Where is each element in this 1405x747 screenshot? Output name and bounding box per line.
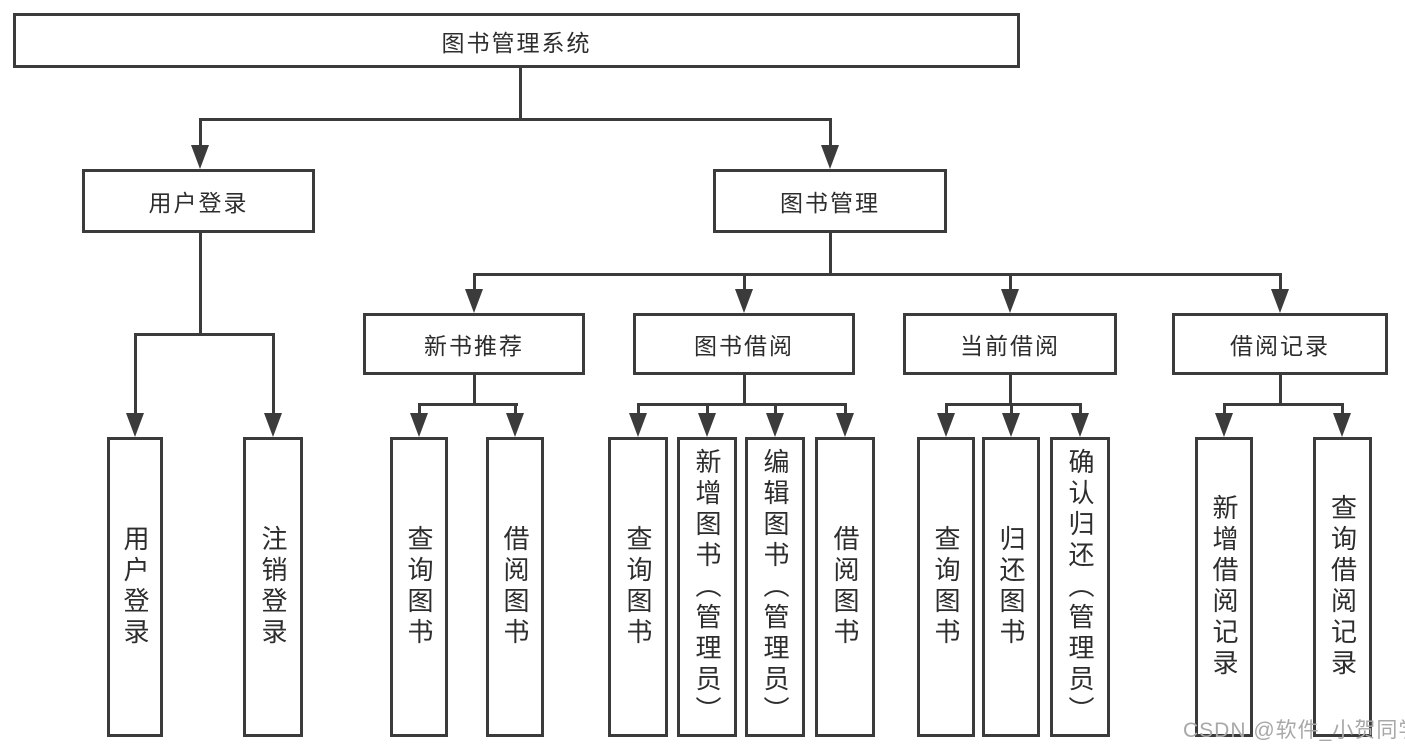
arrow-down-icon bbox=[410, 413, 428, 437]
connector-stem bbox=[514, 403, 517, 415]
connector-stem bbox=[829, 118, 832, 150]
connector-vline bbox=[1279, 375, 1282, 406]
connector-stem bbox=[134, 333, 137, 413]
connector-vline bbox=[473, 375, 476, 406]
arrow-down-icon bbox=[821, 145, 839, 169]
arrow-down-icon bbox=[506, 413, 524, 437]
connector-stem bbox=[1010, 403, 1013, 415]
connector-hline bbox=[134, 333, 275, 336]
leaf-bb-query-books: 查询图书 bbox=[608, 437, 668, 737]
leaf-cb-confirm-return-admin: 确认归还（管理员） bbox=[1050, 437, 1110, 737]
leaf-label: 编辑图书（管理员） bbox=[760, 447, 790, 727]
arrow-down-icon bbox=[629, 413, 647, 437]
leaf-label: 新增借阅记录 bbox=[1209, 494, 1239, 680]
connector-stem bbox=[945, 403, 948, 415]
arrow-down-icon bbox=[735, 289, 753, 313]
node-user-login: 用户登录 bbox=[82, 169, 315, 233]
arrow-down-icon bbox=[264, 413, 282, 437]
leaf-label: 借阅图书 bbox=[500, 525, 530, 649]
connector-stem bbox=[473, 273, 476, 291]
node-book-borrow: 图书借阅 bbox=[633, 313, 855, 375]
arrow-down-icon bbox=[698, 413, 716, 437]
arrow-down-icon bbox=[191, 145, 209, 169]
node-borrow-records: 借阅记录 bbox=[1172, 313, 1388, 375]
leaf-nbr-query-books: 查询图书 bbox=[390, 437, 448, 737]
node-library-system: 图书管理系统 bbox=[13, 13, 1020, 68]
arrow-down-icon bbox=[766, 413, 784, 437]
arrow-down-icon bbox=[1215, 413, 1233, 437]
connector-vline bbox=[1009, 375, 1012, 406]
leaf-label: 归还图书 bbox=[996, 525, 1026, 649]
arrow-down-icon bbox=[1333, 413, 1351, 437]
connector-stem bbox=[637, 403, 640, 415]
connector-stem bbox=[1223, 403, 1226, 415]
connector-stem bbox=[199, 118, 202, 150]
leaf-cb-return-books: 归还图书 bbox=[982, 437, 1040, 737]
leaf-bb-edit-books-admin: 编辑图书（管理员） bbox=[745, 437, 805, 737]
connector-stem bbox=[418, 403, 421, 415]
leaf-bb-borrow-books: 借阅图书 bbox=[815, 437, 875, 737]
arrow-down-icon bbox=[1271, 289, 1289, 313]
connector-stem bbox=[844, 403, 847, 415]
node-new-book-recommend: 新书推荐 bbox=[363, 313, 585, 375]
arrow-down-icon bbox=[937, 413, 955, 437]
connector-stem bbox=[743, 273, 746, 291]
connector-hline bbox=[418, 403, 518, 406]
connector-hline bbox=[199, 118, 832, 121]
connector-stem bbox=[774, 403, 777, 415]
node-current-borrow: 当前借阅 bbox=[903, 313, 1117, 375]
leaf-label: 用户登录 bbox=[120, 525, 150, 649]
arrow-down-icon bbox=[126, 413, 144, 437]
leaf-label: 借阅图书 bbox=[830, 525, 860, 649]
connector-stem bbox=[1341, 403, 1344, 415]
leaf-nbr-borrow-books: 借阅图书 bbox=[486, 437, 544, 737]
connector-stem bbox=[1009, 273, 1012, 291]
leaf-logout: 注销登录 bbox=[243, 437, 303, 737]
connector-vline bbox=[519, 68, 522, 120]
arrow-down-icon bbox=[1071, 413, 1089, 437]
leaf-label: 新增图书（管理员） bbox=[692, 447, 722, 727]
arrow-down-icon bbox=[1002, 413, 1020, 437]
connector-stem bbox=[706, 403, 709, 415]
leaf-label: 查询图书 bbox=[931, 525, 961, 649]
leaf-label: 注销登录 bbox=[258, 525, 288, 649]
connector-stem bbox=[1279, 273, 1282, 291]
leaf-cb-query-books: 查询图书 bbox=[917, 437, 975, 737]
connector-hline bbox=[473, 273, 1281, 276]
connector-vline bbox=[743, 375, 746, 406]
csdn-watermark: CSDN @软件_小贺同学 bbox=[1183, 719, 1405, 742]
leaf-br-query-record: 查询借阅记录 bbox=[1313, 437, 1372, 737]
connector-stem bbox=[272, 333, 275, 413]
leaf-user-login: 用户登录 bbox=[107, 437, 163, 737]
connector-vline bbox=[199, 233, 202, 336]
node-book-management: 图书管理 bbox=[713, 169, 947, 233]
leaf-label: 查询图书 bbox=[623, 525, 653, 649]
connector-hline bbox=[1223, 403, 1344, 406]
arrow-down-icon bbox=[1001, 289, 1019, 313]
connector-hline bbox=[945, 403, 1081, 406]
leaf-bb-add-books-admin: 新增图书（管理员） bbox=[677, 437, 737, 737]
leaf-label: 查询借阅记录 bbox=[1327, 494, 1358, 680]
connector-vline bbox=[829, 233, 832, 275]
leaf-br-add-record: 新增借阅记录 bbox=[1195, 437, 1253, 737]
arrow-down-icon bbox=[465, 289, 483, 313]
arrow-down-icon bbox=[836, 413, 854, 437]
connector-stem bbox=[1079, 403, 1082, 415]
leaf-label: 确认归还（管理员） bbox=[1065, 447, 1095, 727]
connector-hline bbox=[637, 403, 846, 406]
leaf-label: 查询图书 bbox=[404, 525, 434, 649]
